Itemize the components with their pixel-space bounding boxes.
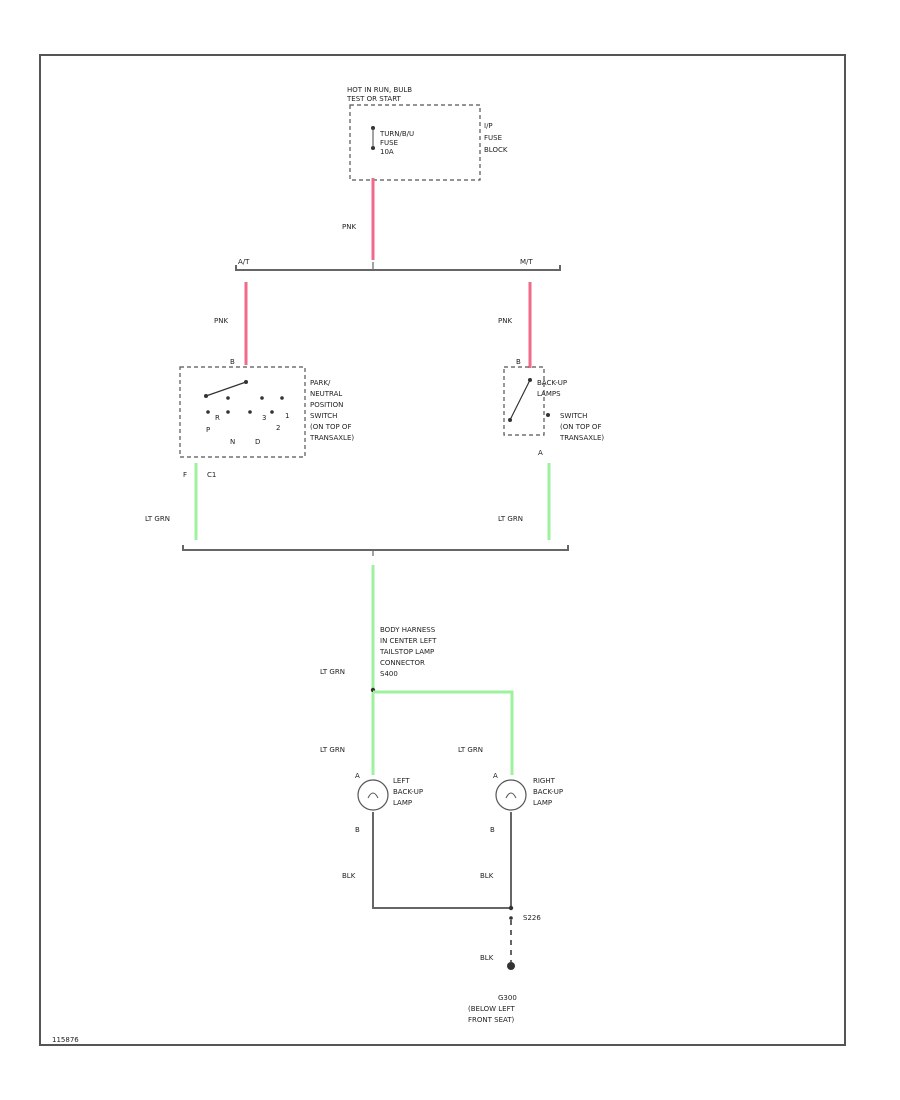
pnp-contact-2 bbox=[248, 410, 252, 414]
fuse-block-outline bbox=[349, 104, 481, 181]
left-lamp-pin-bottom: B bbox=[355, 826, 360, 834]
backup-pin-bottom: A bbox=[538, 449, 543, 457]
pnp-line-3: POSITION bbox=[310, 401, 343, 409]
pnp-pin-top: B bbox=[230, 358, 235, 366]
block-line-1: I/P bbox=[484, 122, 493, 130]
right-lamp-line-1: RIGHT bbox=[533, 777, 556, 785]
left-lamp-line-1: LEFT bbox=[393, 777, 410, 785]
ground-line-1: (BELOW LEFT bbox=[468, 1005, 515, 1013]
blk-wire-left bbox=[372, 812, 510, 909]
left-lamp-line-3: LAMP bbox=[393, 799, 412, 807]
ground-point bbox=[507, 962, 515, 970]
pnp-pin-c: C1 bbox=[207, 471, 216, 479]
branch-label-at: A/T bbox=[238, 258, 250, 266]
ltgrn-label-left: LT GRN bbox=[145, 515, 170, 523]
pnp-pos-1: 1 bbox=[285, 412, 289, 420]
harness-connector: BODY HARNESS IN CENTER LEFT TAILSTOP LAM… bbox=[370, 626, 437, 693]
hot-label-2: TEST OR START bbox=[346, 95, 402, 103]
ltgrn-wire-right-lamp bbox=[373, 690, 514, 775]
pnp-line-1: PARK/ bbox=[310, 379, 331, 387]
backup-line-4: (ON TOP OF bbox=[560, 423, 601, 431]
pnp-contact-r bbox=[260, 396, 264, 400]
block-line-3: BLOCK bbox=[484, 146, 508, 154]
splice-dot bbox=[508, 905, 514, 911]
left-lamp-line-2: BACK-UP bbox=[393, 788, 423, 796]
right-lamp-line-2: BACK-UP bbox=[533, 788, 563, 796]
left-backup-lamp: A LEFT BACK-UP LAMP B bbox=[355, 772, 423, 834]
right-lamp-line-3: LAMP bbox=[533, 799, 552, 807]
harness-line-5: S400 bbox=[380, 670, 398, 678]
pnp-contact-1 bbox=[270, 410, 274, 414]
pnp-line-2: NEUTRAL bbox=[310, 390, 342, 398]
ground-id: G300 bbox=[498, 994, 517, 1002]
branch-label-mt: M/T bbox=[520, 258, 533, 266]
backup-lamps-switch: B A BACK-UP LAMPS SWITCH (ON TOP OF TRAN… bbox=[503, 358, 604, 457]
pnp-pos-n: N bbox=[230, 438, 235, 446]
left-lamp-bulb bbox=[357, 779, 389, 811]
right-lamp-pin-top: A bbox=[493, 772, 498, 780]
blk-label-right: BLK bbox=[480, 872, 494, 880]
pnp-line-6: TRANSAXLE) bbox=[309, 434, 354, 442]
ground-label: G300 (BELOW LEFT FRONT SEAT) bbox=[468, 994, 517, 1024]
park-neutral-switch: B P N D 2 1 3 R PARK/ NEUTRAL POSITION S… bbox=[179, 358, 354, 479]
pnp-pos-d: D bbox=[255, 438, 260, 446]
pnk-label-right: PNK bbox=[498, 317, 512, 325]
join-bracket bbox=[182, 545, 569, 551]
ltgrn-label-right: LT GRN bbox=[498, 515, 523, 523]
ground-line-2: FRONT SEAT) bbox=[468, 1016, 515, 1024]
backup-line-1: BACK-UP bbox=[537, 379, 567, 387]
pnp-pos-p: P bbox=[206, 426, 210, 434]
left-lamp-filament bbox=[367, 792, 379, 799]
fuse-line-1: TURN/B/U bbox=[379, 130, 414, 138]
pnp-contact-arm bbox=[205, 381, 247, 397]
splice-label: S226 bbox=[523, 914, 541, 922]
backup-pivot bbox=[508, 418, 512, 422]
pnp-pin-f: F bbox=[183, 471, 187, 479]
pnp-pos-2: 2 bbox=[276, 424, 280, 432]
diagram-frame bbox=[39, 54, 846, 1046]
blk-label-ground: BLK bbox=[480, 954, 494, 962]
pnp-line-5: (ON TOP OF bbox=[310, 423, 351, 431]
fuse-line-3: 10A bbox=[380, 148, 394, 156]
pnp-pos-3: 3 bbox=[262, 414, 266, 422]
backup-line-5: TRANSAXLE) bbox=[559, 434, 604, 442]
pnk-label-main: PNK bbox=[342, 223, 356, 231]
harness-line-3: TAILSTOP LAMP bbox=[379, 648, 434, 656]
pnp-contact-p bbox=[226, 396, 230, 400]
harness-line-4: CONNECTOR bbox=[380, 659, 425, 667]
pnp-switch-outline bbox=[179, 366, 306, 458]
splice-dot-2 bbox=[509, 916, 513, 920]
ltgrn-label-main: LT GRN bbox=[320, 668, 345, 676]
right-lamp-pin-bottom: B bbox=[490, 826, 495, 834]
pnp-pos-r: R bbox=[215, 414, 220, 422]
blk-label-left: BLK bbox=[342, 872, 356, 880]
right-backup-lamp: A RIGHT BACK-UP LAMP B bbox=[490, 772, 563, 834]
pnp-contact-n bbox=[280, 396, 284, 400]
pnp-contact-d bbox=[206, 410, 210, 414]
ltgrn-label-lamp-left: LT GRN bbox=[320, 746, 345, 754]
backup-line-3: SWITCH bbox=[560, 412, 587, 420]
right-lamp-filament bbox=[505, 792, 517, 799]
harness-line-2: IN CENTER LEFT bbox=[380, 637, 437, 645]
block-line-2: FUSE bbox=[484, 134, 502, 142]
branch-bar bbox=[235, 265, 561, 271]
hot-label-1: HOT IN RUN, BULB bbox=[347, 86, 412, 94]
pnk-label-left: PNK bbox=[214, 317, 228, 325]
fuse-line-2: FUSE bbox=[380, 139, 398, 147]
backup-line-2: LAMPS bbox=[537, 390, 561, 398]
ltgrn-label-lamp-right: LT GRN bbox=[458, 746, 483, 754]
pnp-pivot bbox=[204, 394, 208, 398]
backup-switch-arm bbox=[509, 379, 531, 421]
left-lamp-pin-top: A bbox=[355, 772, 360, 780]
figure-id: 115876 bbox=[52, 1036, 79, 1044]
harness-line-1: BODY HARNESS bbox=[380, 626, 436, 634]
pnp-line-4: SWITCH bbox=[310, 412, 337, 420]
pnp-contact-3 bbox=[226, 410, 230, 414]
backup-terminal-bottom bbox=[546, 413, 550, 417]
backup-switch-outline bbox=[503, 366, 545, 436]
right-lamp-bulb bbox=[495, 779, 527, 811]
fuse-block: HOT IN RUN, BULB TEST OR START TURN/B/U … bbox=[346, 86, 508, 181]
backup-pin-top: B bbox=[516, 358, 521, 366]
